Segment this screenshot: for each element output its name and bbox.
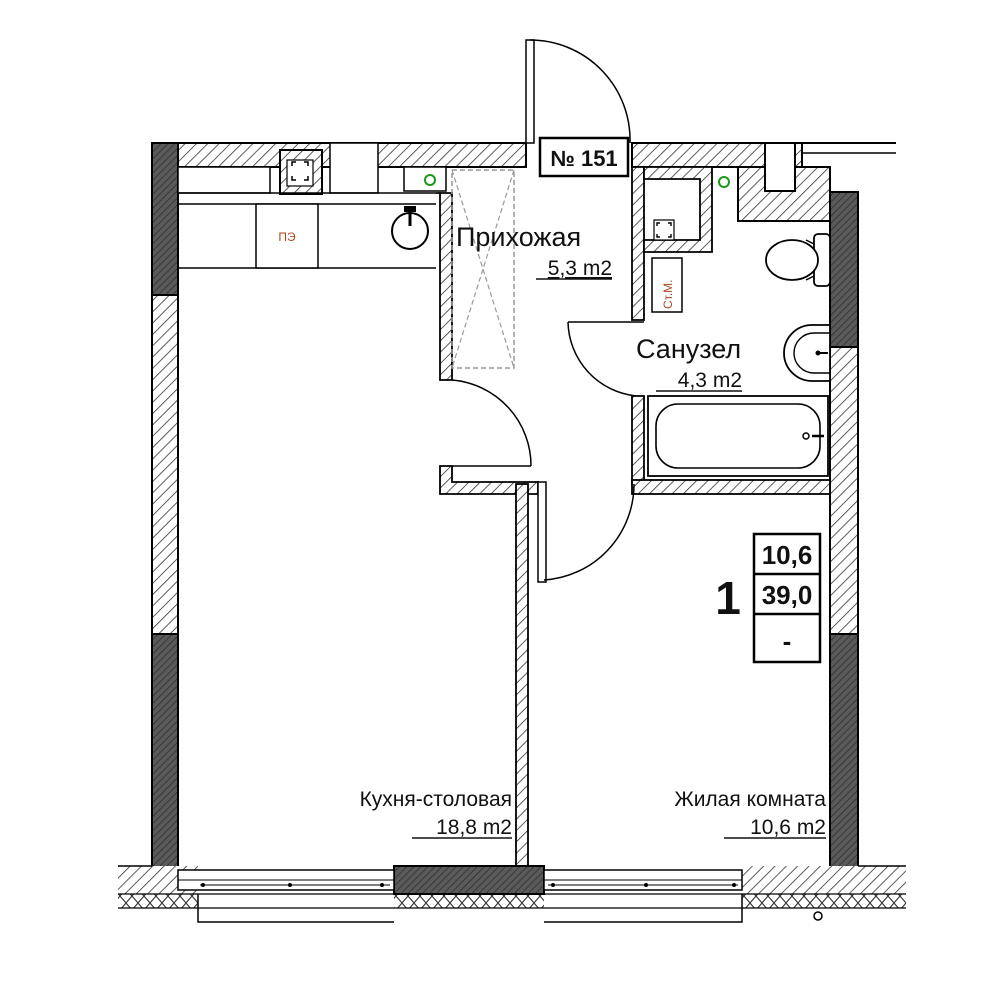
ventilation-shaft-icon bbox=[286, 159, 314, 187]
balcony-rail bbox=[197, 894, 743, 923]
door-swing-arc-living bbox=[543, 483, 635, 581]
partition-hall-kitchen bbox=[436, 192, 453, 381]
ventilation-shaft-icon-bath bbox=[653, 219, 675, 241]
living-door-leaf bbox=[537, 481, 547, 583]
kitchen-area: 18,8 m2 bbox=[436, 816, 512, 839]
room-labels: Прихожая 5,3 m2 Санузел 4,3 m2 Кухня-сто… bbox=[360, 222, 827, 839]
apartment-summary: 1 10,6 39,0 - bbox=[715, 532, 822, 664]
duct-box-middle bbox=[329, 142, 379, 194]
bottom-pier-concrete bbox=[393, 865, 545, 895]
summary-balcony-area: - bbox=[783, 626, 792, 656]
partition-bath-left-top bbox=[631, 166, 645, 321]
kitchen-name: Кухня-столовая bbox=[360, 788, 512, 811]
entry-door: № 151 bbox=[525, 39, 631, 178]
summary-box bbox=[752, 532, 822, 664]
cross-strip-left bbox=[118, 894, 198, 908]
top-fixtures bbox=[177, 142, 447, 195]
pipe-riser-icon bbox=[424, 174, 436, 186]
electric-panel bbox=[255, 203, 319, 269]
summary-living-area: 10,6 bbox=[762, 540, 813, 570]
riser-label: Ст.М. bbox=[661, 280, 675, 310]
door-swing-arc bbox=[529, 39, 631, 144]
bathtub-icon bbox=[647, 395, 829, 477]
kitchen-counter: ПЭ bbox=[178, 192, 436, 269]
vent-corner-marks bbox=[291, 161, 309, 181]
riser-box bbox=[651, 257, 683, 313]
sink-icon-bath bbox=[783, 324, 831, 382]
wardrobe bbox=[451, 169, 515, 369]
apartment-number-box bbox=[538, 136, 630, 178]
apartment-number: № 151 bbox=[550, 146, 617, 171]
right-wall-notch-void bbox=[764, 142, 796, 192]
outer-walls bbox=[151, 142, 896, 894]
electric-panel-label: ПЭ bbox=[278, 230, 296, 244]
partition-bath-left-bottom bbox=[631, 395, 645, 485]
bathroom-fixtures bbox=[647, 233, 831, 477]
partition-bath-bottom bbox=[631, 479, 831, 495]
hallway-area: 5,3 m2 bbox=[548, 257, 612, 280]
shaft-wall bbox=[643, 166, 713, 253]
summary-total-area: 39,0 bbox=[762, 580, 813, 610]
hallway-walls: Ст.М. bbox=[436, 166, 831, 869]
duct-box-left bbox=[177, 166, 271, 194]
door-swing-arc-kitchen bbox=[451, 379, 532, 467]
bathroom-area: 4,3 m2 bbox=[678, 369, 742, 392]
bathroom-name: Санузел bbox=[636, 334, 741, 364]
left-wall-concrete-bottom bbox=[151, 633, 179, 893]
drain-icon bbox=[813, 911, 823, 921]
living-name: Жилая комната bbox=[674, 788, 826, 811]
toilet-icon bbox=[765, 233, 831, 287]
ground-strip-right bbox=[742, 866, 906, 894]
cross-strip-center bbox=[394, 894, 544, 908]
right-wall-concrete-bottom bbox=[829, 633, 859, 893]
bottom-wall bbox=[118, 865, 906, 923]
door-swing-arc-bath bbox=[567, 321, 637, 397]
interior-doors bbox=[451, 321, 644, 583]
living-area: 10,6 m2 bbox=[750, 816, 826, 839]
partition-kitchen-living bbox=[515, 483, 529, 869]
cross-strip-right bbox=[742, 894, 906, 908]
left-wall-concrete-top bbox=[151, 142, 179, 296]
rooms-count: 1 bbox=[715, 572, 741, 624]
pipe-riser-icon-bath bbox=[718, 176, 730, 188]
hallway-name: Прихожая bbox=[456, 222, 581, 252]
right-wall-concrete-top bbox=[829, 191, 859, 348]
entry-door-leaf bbox=[525, 39, 535, 144]
